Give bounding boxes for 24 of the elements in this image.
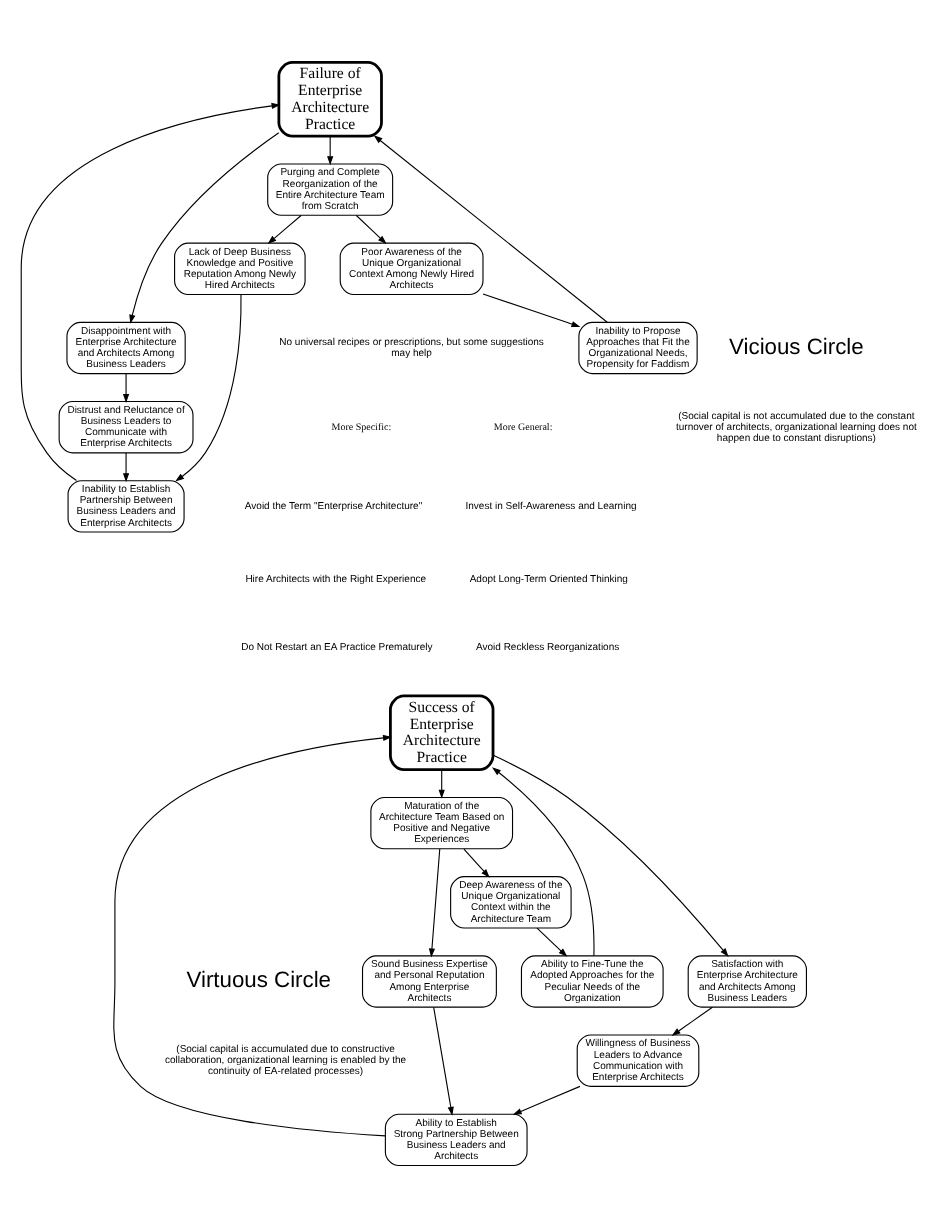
arrow: [428, 848, 441, 958]
label: Virtuous Circle: [186, 969, 332, 994]
arrow: [536, 927, 568, 957]
node-box: Success of Enterprise Architecture Practice: [389, 694, 495, 771]
arrow: [433, 1006, 454, 1116]
arrow: [113, 734, 392, 1137]
arrow: [122, 452, 130, 483]
arrow: [267, 214, 302, 245]
arrow: [175, 294, 242, 482]
label: Vicious Circle: [729, 335, 864, 360]
arrow: [129, 132, 280, 324]
arrow: [671, 1006, 713, 1036]
arrow: [438, 769, 445, 799]
arrow: [463, 848, 490, 878]
arrow: [373, 135, 608, 323]
arrow: [492, 767, 595, 957]
node-box: Failure of Enterprise Architecture Practice: [277, 61, 383, 138]
arrow: [482, 293, 581, 328]
arrow: [355, 214, 387, 245]
arrow: [512, 1085, 581, 1115]
arrow: [492, 754, 729, 957]
arrow: [20, 102, 281, 482]
arrow: [327, 135, 334, 166]
arrow: [122, 373, 130, 404]
